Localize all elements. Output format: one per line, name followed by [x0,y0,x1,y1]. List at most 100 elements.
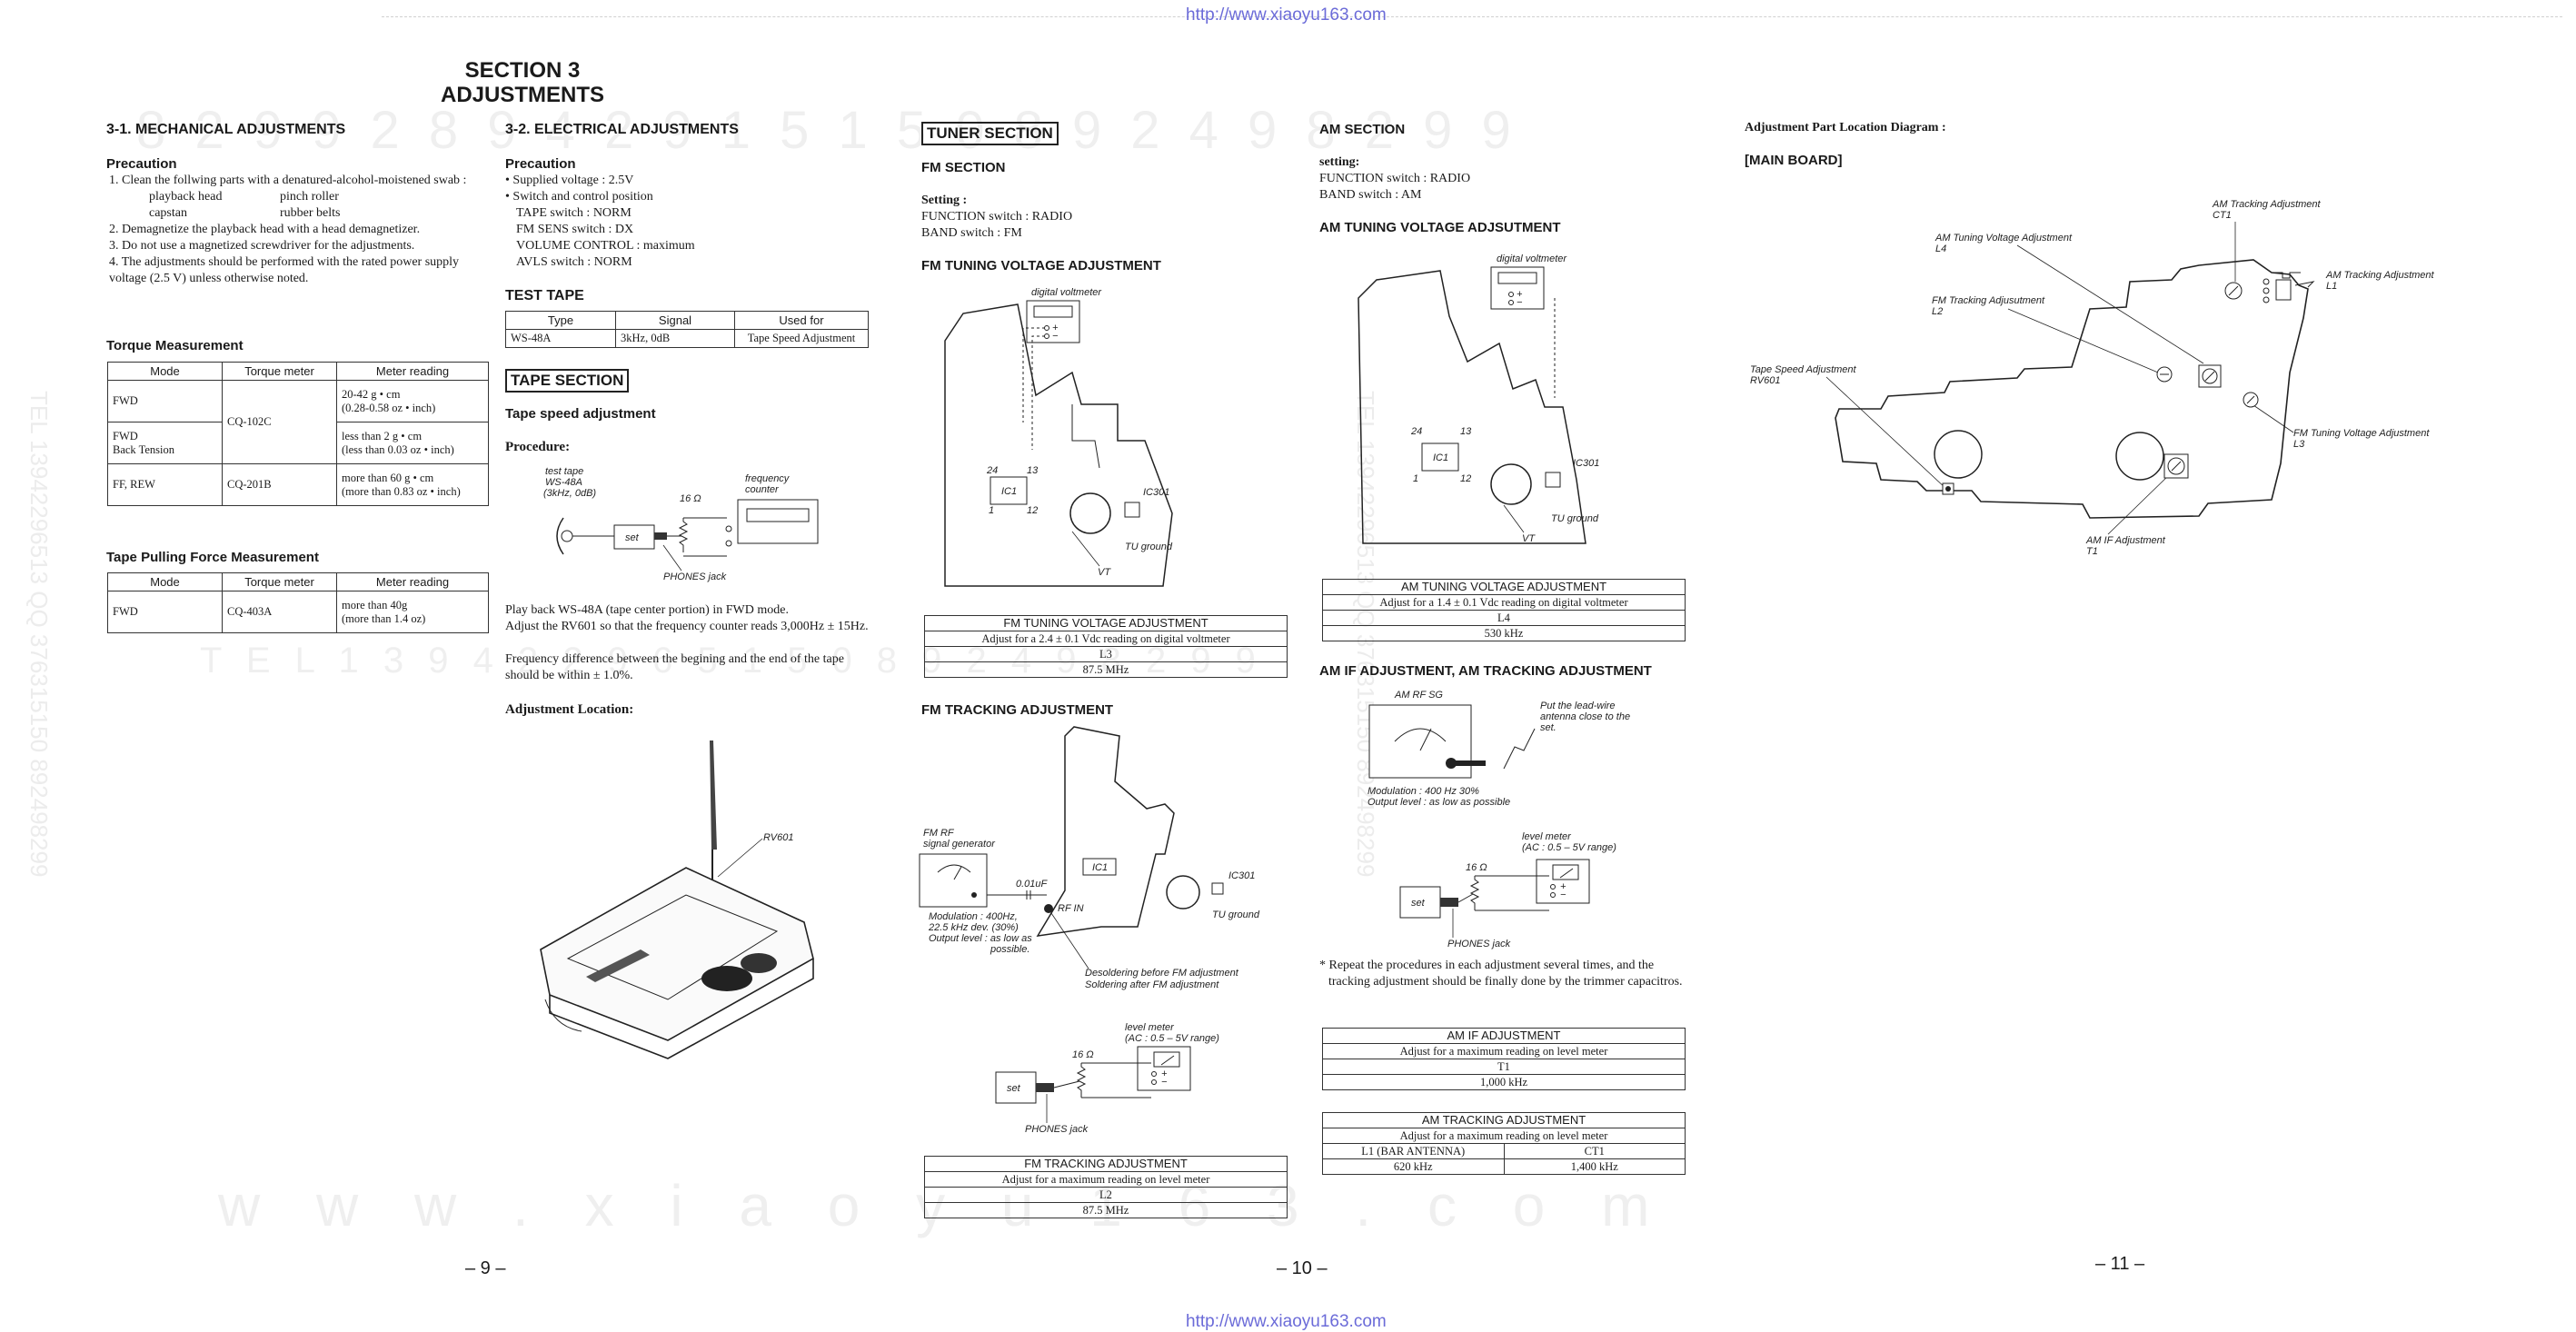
pull-meter: CQ-403A [222,591,337,633]
lbl-tug: TU ground [1125,542,1173,552]
am-tr-table-c2: CT1 [1503,1143,1686,1159]
fm-lbl-rf1: FM RF [923,828,955,839]
lbl-24: 24 [986,465,998,476]
mech-item-4: 4. The adjustments should be performed w… [109,255,460,285]
am-tv-table-title: AM TUNING VOLTAGE ADJUSTMENT [1322,579,1686,595]
am-if-diagram: AM RF SG Put the lead-wire antenna close… [1368,690,1630,949]
torque-reading: 20-42 g • cm (0.28-0.58 oz • inch) [336,380,489,422]
loc-lbl-t1a: AM IF Adjustment [2085,535,2166,546]
fm-lbl-ic1: IC1 [1092,862,1108,873]
am-lbl-plus2: + [1560,881,1566,892]
loc-lbl-rv2: RV601 [1750,375,1780,386]
fm-lbl-lm1: level meter [1125,1022,1175,1033]
torque-header-reading: Meter reading [336,362,489,381]
fm-lbl-minus: − [1161,1077,1168,1088]
section-title: SECTION 3 ADJUSTMENTS [391,58,654,107]
am-if-table-freq: 1,000 kHz [1322,1074,1686,1090]
lbl-phones: PHONES jack [663,572,727,582]
loc-lbl-l1a: AM Tracking Adjustment [2325,270,2435,281]
fm-lbl-desold2: Soldering after FM adjustment [1085,979,1219,990]
am-function: FUNCTION switch : RADIO [1319,172,1471,185]
fm-tuning-voltage-diagram: digital voltmeter + − IC1 24 13 1 12 IC3… [944,287,1173,587]
am-lbl-put3: set. [1540,722,1557,733]
fm-lbl-tug: TU ground [1212,910,1260,920]
fm-lbl-plus: + [1161,1069,1168,1079]
am-lbl-minus2: − [1560,890,1566,900]
elec-item: FM SENS switch : DX [516,223,634,236]
tt-header-type: Type [505,311,616,330]
tt-type: WS-48A [505,329,616,348]
loc-lbl-rv1: Tape Speed Adjustment [1750,364,1857,375]
am-band: BAND switch : AM [1319,188,1422,202]
fm-tr-table-desc: Adjust for a maximum reading on level me… [924,1171,1288,1188]
am-setting-label: setting: [1319,155,1360,169]
lbl-minus: − [1052,331,1059,342]
mech-precaution-title: Precaution [106,156,177,172]
tt-signal: 3kHz, 0dB [615,329,735,348]
loc-lbl-l4b: L4 [1935,244,1946,254]
am-lbl-put1: Put the lead-wire [1540,701,1616,711]
fm-tr-table: FM TRACKING ADJUSTMENT Adjust for a maxi… [924,1156,1288,1218]
elec-item: TAPE switch : NORM [516,206,632,220]
bottom-url[interactable]: http://www.xiaoyu163.com [1186,1312,1387,1331]
procedure-title: Procedure: [505,440,571,454]
am-note: * Repeat the procedures in each adjustme… [1319,959,1683,989]
mech-parts-row-2: capstan rubber belts [109,205,482,222]
loc-lbl-l3a: FM Tuning Voltage Adjustment [2293,428,2430,439]
am-lbl-ic301: IC301 [1573,458,1599,469]
test-tape-table: Type Signal Used for WS-48A 3kHz, 0dB Ta… [505,311,869,348]
torque-mode: FF, REW [107,463,223,506]
part-playback-head: playback head [149,190,223,204]
lbl-1: 1 [989,505,994,516]
fm-setting: Setting : FUNCTION switch : RADIO BAND s… [921,193,1072,242]
lbl-rv601: RV601 [763,832,793,843]
am-lbl-12: 12 [1460,473,1471,484]
pull-mode: FWD [107,591,223,633]
am-tr-table: AM TRACKING ADJUSTMENT Adjust for a maxi… [1322,1112,1686,1175]
am-lbl-plus: + [1517,289,1523,300]
tape-section-heading: TAPE SECTION [505,369,630,393]
elec-item: AVLS switch : NORM [516,255,632,269]
loc-lbl-ct1a: AM Tracking Adjustment [2212,199,2322,210]
location-title: Adjustment Part Location Diagram : [1745,121,1946,134]
top-url[interactable]: http://www.xiaoyu163.com [1186,5,1387,25]
lbl-set: set [625,532,640,543]
fm-lbl-rf2: signal generator [923,839,996,850]
am-lbl-lm2: (AC : 0.5 – 5V range) [1522,842,1616,853]
am-lbl-vt: VT [1522,533,1536,544]
fm-lbl-desold1: Desoldering before FM adjustment [1085,968,1239,979]
torque-title: Torque Measurement [106,338,244,353]
fm-lbl-mod1: Modulation : 400Hz, [929,911,1018,922]
fm-tv-table-desc: Adjust for a 2.4 ± 0.1 Vdc reading on di… [924,631,1288,647]
torque-meter: CQ-102C [222,380,337,464]
am-lbl-ohm: 16 Ω [1466,862,1487,873]
loc-lbl-l1b: L1 [2326,281,2337,292]
fm-section-title: FM SECTION [921,160,1006,175]
elec-precaution-list: • Supplied voltage : 2.5V • Switch and c… [505,173,887,271]
loc-lbl-l2b: L2 [1932,306,1943,317]
am-tr-table-title: AM TRACKING ADJUSTMENT [1322,1112,1686,1128]
am-tr-table-v2: 1,400 kHz [1503,1158,1686,1175]
am-tuning-voltage-diagram: digital voltmeter + − IC1 24 13 1 12 IC3… [1358,253,1599,544]
fm-band: BAND switch : FM [921,226,1022,240]
am-lbl-phones: PHONES jack [1447,939,1511,949]
am-tr-table-c1: L1 (BAR ANTENNA) [1322,1143,1505,1159]
tt-header-used: Used for [734,311,869,330]
torque-header-meter: Torque meter [222,362,337,381]
part-pinch-roller: pinch roller [280,190,339,204]
tape-para-3: Frequency difference between the beginin… [505,652,844,682]
loc-lbl-ct1b: CT1 [2213,210,2232,221]
torque-reading: more than 60 g • cm (more than 0.83 oz •… [336,463,489,506]
fm-tr-table-freq: 87.5 MHz [924,1202,1288,1218]
am-lbl-ic1: IC1 [1433,452,1448,463]
main-board-diagram: AM Tracking Adjustment CT1 AM Tuning Vol… [1750,199,2435,557]
am-lbl-put2: antenna close to the [1540,711,1630,722]
loc-lbl-l3b: L3 [2293,439,2305,450]
am-lbl-mod1: Modulation : 400 Hz 30% [1368,786,1479,797]
fm-setting-label: Setting : [921,194,968,207]
tape-speed-diagram: test tape WS-48A (3kHz, 0dB) set 16 Ω fr… [543,466,819,582]
pull-header-reading: Meter reading [336,572,489,591]
tape-para-1: Play back WS-48A (tape center portion) i… [505,603,789,617]
fm-tv-table-title: FM TUNING VOLTAGE ADJUSTMENT [924,615,1288,631]
lbl-freq2: counter [745,484,780,495]
